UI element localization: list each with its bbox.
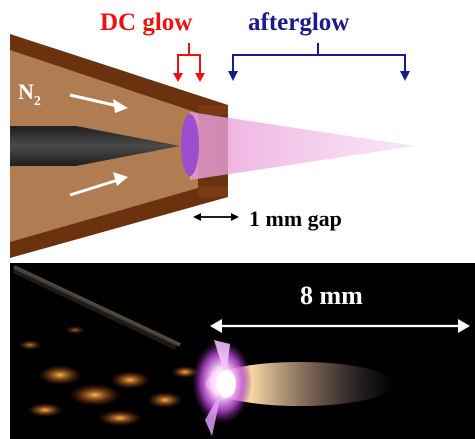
gas-label-sub: 2 [34,94,41,109]
length-indicator [210,319,470,333]
afterglow-label: afterglow [248,9,349,36]
gas-label: N2 [18,79,41,109]
photo-panel: 8 mm [10,263,475,439]
dc-glow-bracket [173,43,205,82]
electrode-tip [76,126,180,166]
afterglow-bracket [228,43,410,81]
electrode-rod [10,126,76,166]
length-label: 8 mm [300,281,363,310]
schematic-panel: N2 DC glow afterglow 1 mm gap [10,9,415,258]
dc-glow-disc [181,114,199,176]
dc-glow-label: DC glow [100,9,192,36]
gas-flow-arrows [69,93,128,197]
gas-label-main: N [18,79,34,104]
gap-indicator [193,213,239,221]
afterglow-plume [190,112,415,180]
gap-label: 1 mm gap [249,206,342,231]
photo-discharge-flash [192,340,252,436]
nozzle-tip-face [198,105,228,115]
photo-afterglow-jet [205,362,395,406]
ember-cluster [18,326,199,426]
